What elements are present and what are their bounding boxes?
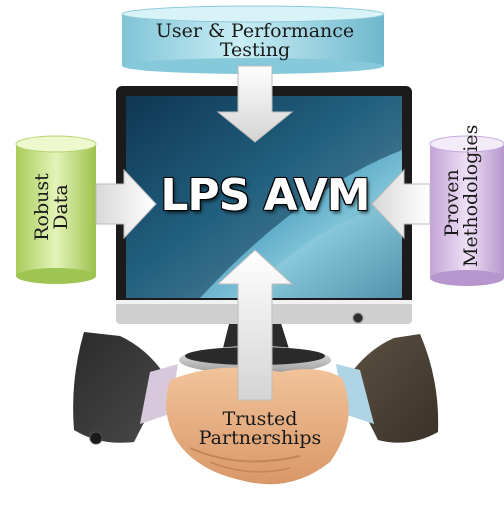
arrow-bottom xyxy=(216,249,294,401)
bottom-label-line2: Partnerships xyxy=(198,427,322,449)
right-label-line2: Methodologies xyxy=(460,124,482,267)
top-label: User & Performance Testing xyxy=(120,22,390,60)
arrow-left xyxy=(95,168,157,240)
arrow-right xyxy=(371,168,431,240)
left-label-line2: Data xyxy=(50,184,72,230)
right-label: Proven Methodologies xyxy=(441,124,482,267)
left-label: Robust Data xyxy=(31,147,72,267)
top-label-line2: Testing xyxy=(219,39,291,61)
right-cylinder xyxy=(429,135,504,286)
handshake xyxy=(73,332,439,485)
left-cylinder xyxy=(15,135,97,284)
top-label-line1: User & Performance xyxy=(155,20,355,42)
bottom-label-line1: Trusted xyxy=(222,408,298,430)
bottom-label: Trusted Partnerships xyxy=(190,410,330,448)
center-title: LPS AVM xyxy=(160,170,370,221)
arrow-top xyxy=(216,65,294,143)
